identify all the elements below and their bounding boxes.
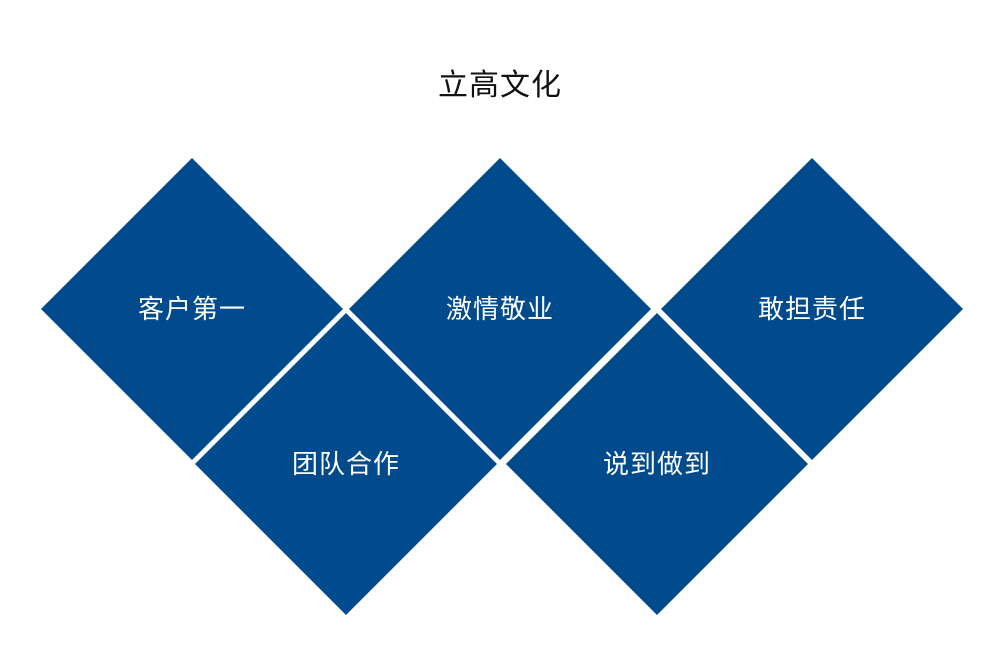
page-title: 立高文化 (438, 68, 562, 103)
diamond-shape (41, 158, 343, 460)
diamond-shape (349, 158, 651, 460)
diamond-label-customer-first: 客户第一 (138, 295, 246, 325)
diamond-label-take-responsibility: 敢担责任 (758, 295, 866, 325)
diamond-shape (506, 313, 808, 615)
value-diamond-teamwork: 团队合作 (195, 313, 497, 615)
value-diamond-walk-the-talk: 说到做到 (506, 313, 808, 615)
diamond-label-walk-the-talk: 说到做到 (603, 450, 711, 480)
value-diamond-passion-dedication: 激情敬业 (349, 158, 651, 460)
diamond-shape (661, 158, 963, 460)
value-diamond-take-responsibility: 敢担责任 (661, 158, 963, 460)
diamond-label-passion-dedication: 激情敬业 (446, 295, 554, 325)
diamond-shape (195, 313, 497, 615)
diamond-label-teamwork: 团队合作 (292, 450, 400, 480)
value-diamond-customer-first: 客户第一 (41, 158, 343, 460)
